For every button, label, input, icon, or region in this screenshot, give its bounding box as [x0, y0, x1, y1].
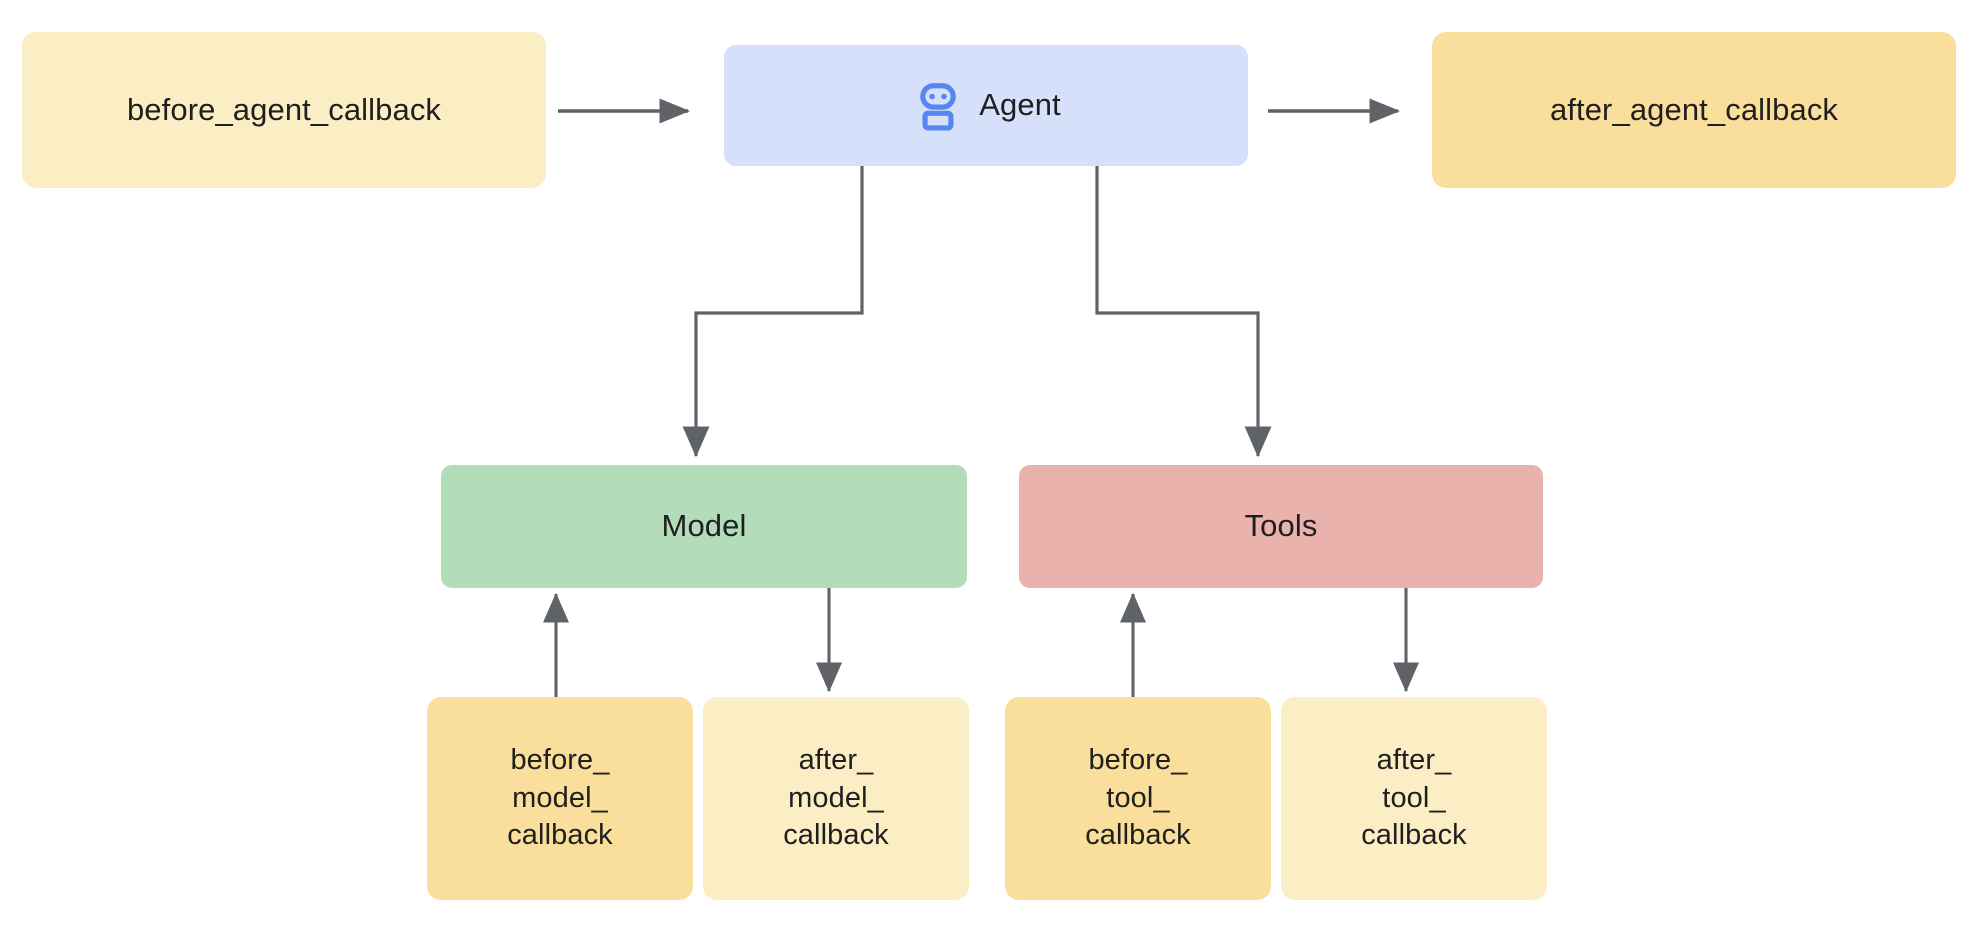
node-label: after_ model_ callback [783, 743, 889, 852]
node-label: before_ tool_ callback [1085, 743, 1191, 852]
node-label: before_agent_callback [126, 91, 442, 127]
node-agent[interactable]: Agent [724, 45, 1248, 166]
node-after-model-callback[interactable]: after_ model_ callback [703, 697, 969, 900]
node-label: before_ model_ callback [507, 743, 613, 852]
node-label: after_agent_callback [1549, 91, 1839, 127]
node-before-model-callback[interactable]: before_ model_ callback [427, 697, 693, 900]
edge-agent-to-tools [1095, 166, 1272, 458]
node-after-tool-callback[interactable]: after_ tool_ callback [1281, 697, 1547, 900]
robot-icon [911, 79, 965, 133]
node-label: after_ tool_ callback [1361, 743, 1467, 852]
node-after-agent-callback[interactable]: after_agent_callback [1432, 32, 1956, 188]
node-before-tool-callback[interactable]: before_ tool_ callback [1005, 697, 1271, 900]
node-label: Model [661, 508, 747, 544]
node-label: Agent [979, 87, 1061, 123]
node-tools[interactable]: Tools [1019, 465, 1543, 588]
node-model[interactable]: Model [441, 465, 967, 588]
agent-content: Agent [911, 79, 1061, 133]
node-before-agent-callback[interactable]: before_agent_callback [22, 32, 546, 188]
node-label: Tools [1244, 508, 1318, 544]
edge-agent-to-model [682, 166, 864, 458]
